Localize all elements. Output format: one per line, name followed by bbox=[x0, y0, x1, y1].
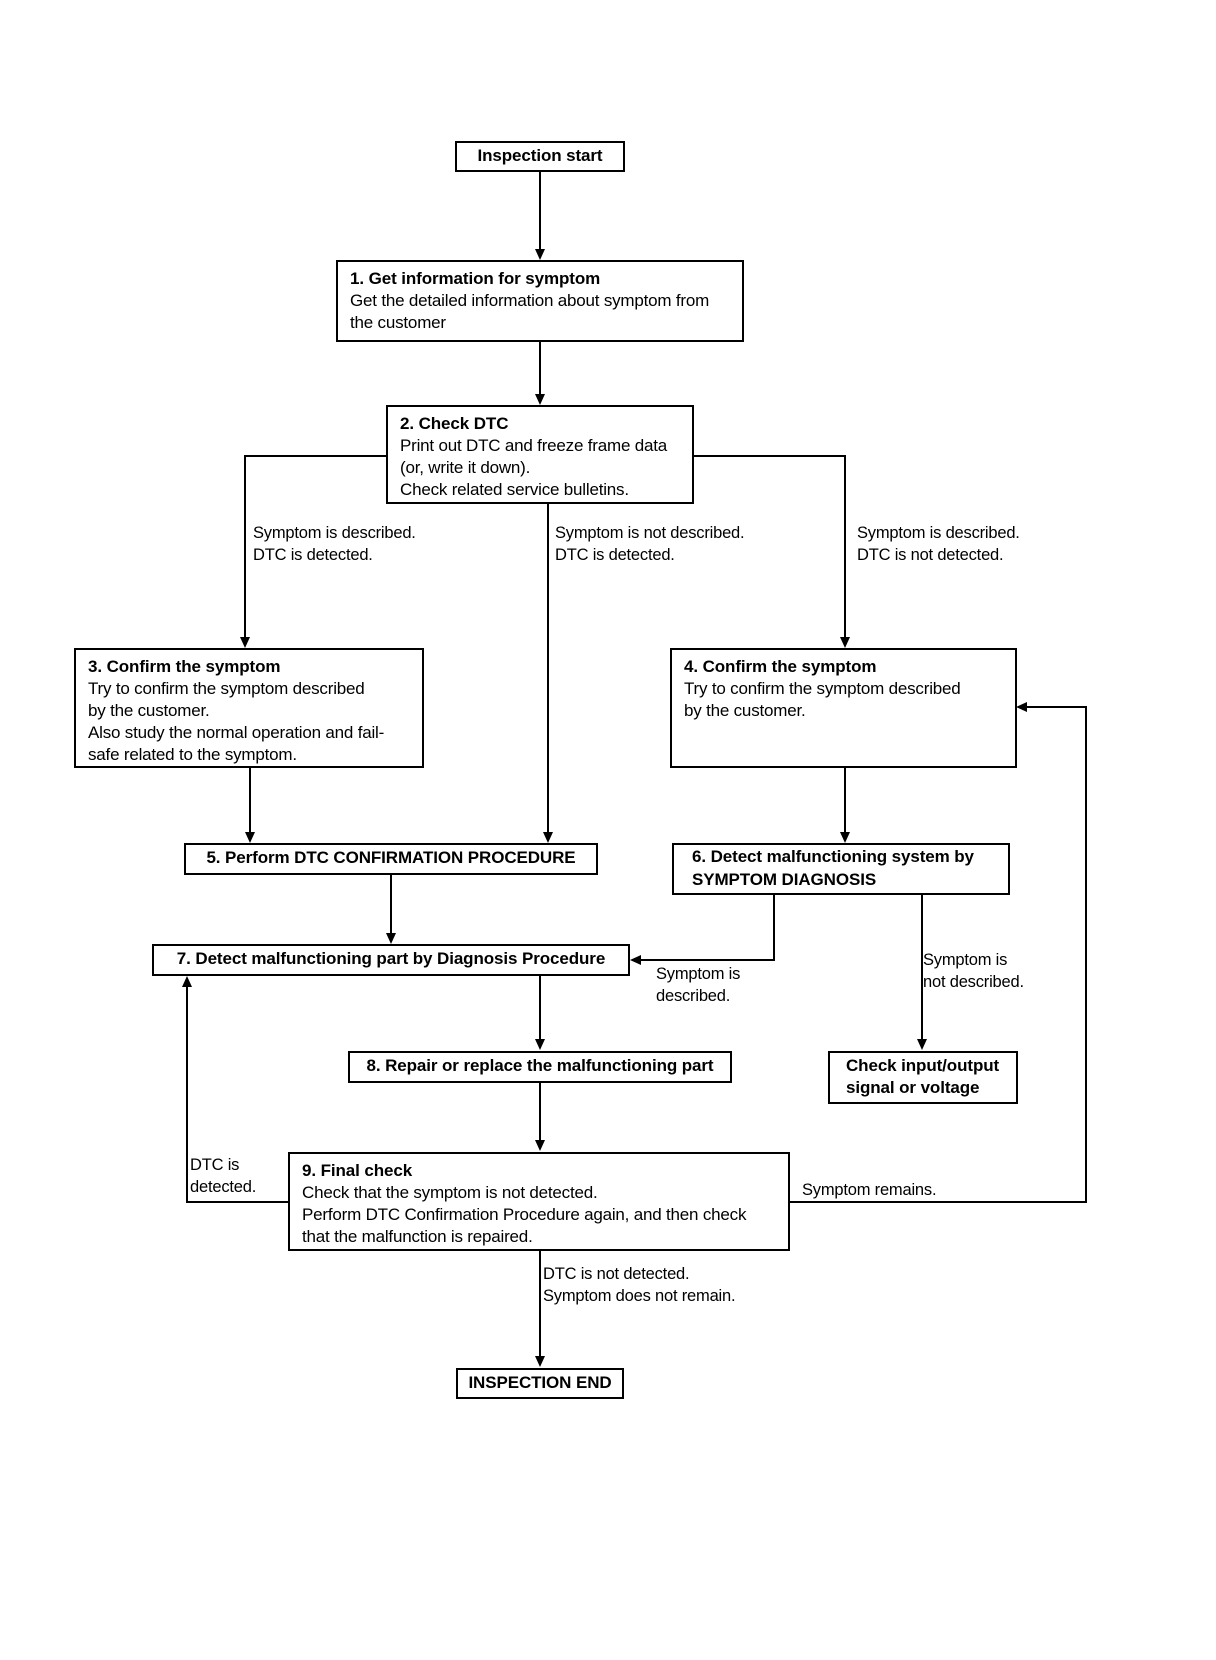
node-step-9-title: 9. Final check bbox=[302, 1161, 413, 1180]
node-inspection-start[interactable]: Inspection start bbox=[455, 141, 625, 172]
edge-step9-remains-run bbox=[790, 1201, 1087, 1203]
arrowhead-step9-feedback-to-step7 bbox=[182, 976, 192, 987]
node-inspection-end[interactable]: INSPECTION END bbox=[456, 1368, 624, 1399]
node-check-input-output-title: Check input/output signal or voltage bbox=[846, 1055, 1000, 1097]
node-step-7[interactable]: 7. Detect malfunctioning part by Diagnos… bbox=[152, 944, 630, 976]
edge-step5-to-step7 bbox=[390, 875, 392, 934]
edge-start-to-step1 bbox=[539, 172, 541, 250]
node-step-4-body: Try to confirm the symptom described by … bbox=[684, 679, 961, 721]
node-step-3-body: Try to confirm the symptom described by … bbox=[88, 679, 385, 765]
node-step-1[interactable]: 1. Get information for symptom Get the d… bbox=[336, 260, 744, 342]
arrowhead-step6-to-checkio bbox=[917, 1039, 927, 1050]
arrowhead-step7-to-step8 bbox=[535, 1039, 545, 1050]
edge-label-symptom-remains: Symptom remains. bbox=[802, 1181, 937, 1199]
node-step-1-title: 1. Get information for symptom bbox=[350, 269, 601, 288]
edge-step9-remains-rise bbox=[1085, 706, 1087, 1203]
node-step-2-body: Print out DTC and freeze frame data (or,… bbox=[400, 436, 668, 500]
arrowhead-step4-to-step6 bbox=[840, 832, 850, 843]
node-inspection-end-title: INSPECTION END bbox=[468, 1372, 612, 1392]
edge-label-symptom-not-described: Symptom is not described. bbox=[923, 951, 1024, 991]
node-inspection-start-title: Inspection start bbox=[477, 145, 603, 165]
arrowhead-step6-to-step7 bbox=[630, 955, 641, 965]
edge-step9-feedback-bottom bbox=[186, 1201, 290, 1203]
edge-step3-to-step5 bbox=[249, 768, 251, 833]
edge-step1-to-step2 bbox=[539, 342, 541, 395]
edge-step7-to-step8 bbox=[539, 976, 541, 1040]
node-step-3[interactable]: 3. Confirm the symptom Try to confirm th… bbox=[74, 648, 424, 768]
edge-label-branch-mid: Symptom is not described. DTC is detecte… bbox=[555, 524, 745, 564]
edge-step6-to-step7-drop bbox=[773, 895, 775, 960]
arrowhead-step2-mid-to-step5 bbox=[543, 832, 553, 843]
node-step-4[interactable]: 4. Confirm the symptom Try to confirm th… bbox=[670, 648, 1017, 768]
node-step-2[interactable]: 2. Check DTC Print out DTC and freeze fr… bbox=[386, 405, 694, 504]
node-step-8[interactable]: 8. Repair or replace the malfunctioning … bbox=[348, 1051, 732, 1083]
node-step-9[interactable]: 9. Final check Check that the symptom is… bbox=[288, 1152, 790, 1251]
edge-step4-to-step6 bbox=[844, 768, 846, 833]
edge-label-final-pass: DTC is not detected. Symptom does not re… bbox=[543, 1265, 736, 1305]
arrowhead-step8-to-step9 bbox=[535, 1140, 545, 1151]
node-step-1-body: Get the detailed information about sympt… bbox=[350, 291, 710, 333]
arrowhead-step3-to-step5 bbox=[245, 832, 255, 843]
arrowhead-step5-to-step7 bbox=[386, 933, 396, 944]
edge-step6-to-checkio bbox=[921, 895, 923, 1040]
edge-step2-left-drop bbox=[244, 455, 246, 639]
arrowhead-step1-to-step2 bbox=[535, 394, 545, 405]
arrowhead-step9-to-end bbox=[535, 1356, 545, 1367]
edge-label-symptom-described: Symptom is described. bbox=[656, 965, 741, 1005]
edge-step6-to-step7-run bbox=[640, 959, 775, 961]
arrowhead-step9-remains-to-step4 bbox=[1016, 702, 1027, 712]
edge-label-dtc-detected: DTC is detected. bbox=[190, 1156, 257, 1196]
arrowhead-start-to-step1 bbox=[535, 249, 545, 260]
edge-label-branch-left: Symptom is described. DTC is detected. bbox=[253, 524, 416, 564]
node-check-input-output[interactable]: Check input/output signal or voltage bbox=[828, 1051, 1018, 1104]
edge-step9-feedback-rise bbox=[186, 987, 188, 1203]
node-step-2-title: 2. Check DTC bbox=[400, 414, 509, 433]
edge-step9-remains-into-step4 bbox=[1027, 706, 1087, 708]
node-step-6-title: 6. Detect malfunctioning system by SYMPT… bbox=[692, 847, 974, 889]
edge-step2-right-bus bbox=[692, 455, 846, 457]
node-step-8-title: 8. Repair or replace the malfunctioning … bbox=[366, 1056, 714, 1076]
arrowhead-step2-to-step3 bbox=[240, 637, 250, 648]
node-step-7-title: 7. Detect malfunctioning part by Diagnos… bbox=[176, 949, 606, 969]
edge-step8-to-step9 bbox=[539, 1083, 541, 1141]
edge-step2-left-bus bbox=[244, 455, 388, 457]
edge-label-branch-right: Symptom is described. DTC is not detecte… bbox=[857, 524, 1020, 564]
node-step-4-title: 4. Confirm the symptom bbox=[684, 657, 877, 676]
edge-step2-right-drop bbox=[844, 455, 846, 639]
node-step-5[interactable]: 5. Perform DTC CONFIRMATION PROCEDURE bbox=[184, 843, 598, 875]
arrowhead-step2-to-step4 bbox=[840, 637, 850, 648]
node-step-9-body: Check that the symptom is not detected. … bbox=[302, 1183, 747, 1247]
node-step-3-title: 3. Confirm the symptom bbox=[88, 657, 281, 676]
edge-step9-to-end bbox=[539, 1251, 541, 1357]
edge-step2-mid-drop bbox=[547, 504, 549, 833]
node-step-5-title: 5. Perform DTC CONFIRMATION PROCEDURE bbox=[206, 848, 576, 868]
node-step-6[interactable]: 6. Detect malfunctioning system by SYMPT… bbox=[672, 843, 1010, 895]
